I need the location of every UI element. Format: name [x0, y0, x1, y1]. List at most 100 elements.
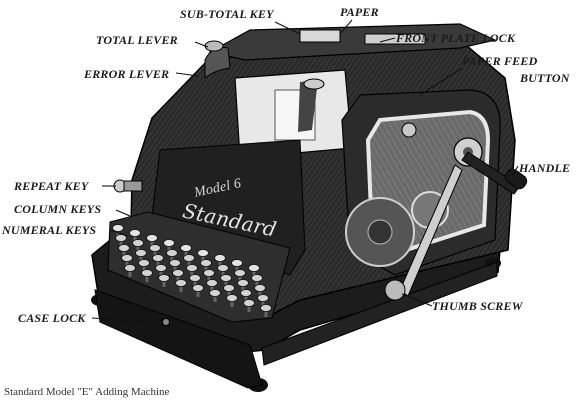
numeral-key-cap	[166, 249, 178, 257]
key-stem	[210, 283, 214, 292]
label-handle: HANDLE	[519, 161, 571, 175]
paper-slot	[299, 29, 341, 43]
key-stem	[173, 263, 177, 272]
key-stem	[193, 278, 197, 287]
column-key-cap	[146, 234, 158, 242]
total-lever-knob	[204, 40, 224, 52]
key-stem	[128, 268, 132, 277]
numeral-key-cap	[240, 289, 252, 297]
key-stem	[190, 268, 194, 277]
numeral-key-cap	[138, 259, 150, 267]
label-paper-feed: PAPER FEED	[462, 54, 538, 68]
numeral-key-cap	[254, 284, 266, 292]
key-stem	[142, 263, 146, 272]
case-lock-keyhole	[162, 318, 170, 326]
numeral-key-cap	[206, 279, 218, 287]
leader-lines	[91, 19, 519, 323]
numeral-key-cap	[217, 264, 229, 272]
numeral-key-cap	[152, 254, 164, 262]
key-stem	[218, 258, 222, 267]
thumb-screw-knob	[384, 279, 406, 301]
numeral-key-cap	[186, 264, 198, 272]
leader-front-plate-lock	[379, 37, 396, 43]
key-stem	[170, 253, 174, 262]
repeat-key-shaft	[123, 180, 143, 192]
numeral-key-cap	[175, 279, 187, 287]
total-lever-arm	[204, 47, 231, 80]
numeral-key-cap	[234, 269, 246, 277]
column-key-cap	[214, 254, 226, 262]
numeral-key-cap	[183, 254, 195, 262]
numeral-key-cap	[237, 279, 249, 287]
numeral-key-cap	[169, 259, 181, 267]
numeral-key-cap	[243, 299, 255, 307]
front-plate-lock-bar	[364, 33, 426, 45]
key-stem	[122, 248, 126, 257]
key-stem	[227, 288, 231, 297]
base-right-edge	[261, 261, 498, 366]
label-paper: PAPER	[340, 5, 379, 19]
paper-guide-arm	[298, 80, 318, 132]
key-stem	[201, 253, 205, 262]
key-stem	[204, 263, 208, 272]
numeral-key-cap	[226, 294, 238, 302]
numeral-key-cap	[172, 269, 184, 277]
leader-paper	[339, 19, 353, 35]
leader-numeral-keys	[109, 229, 129, 237]
column-key-cap	[231, 259, 243, 267]
key-stem	[119, 238, 123, 247]
key-stem	[264, 308, 268, 317]
numeral-key-cap	[149, 244, 161, 252]
key-stem	[176, 273, 180, 282]
leader-case-lock	[91, 317, 151, 323]
leader-total-lever	[194, 41, 209, 48]
numeral-key-cap	[121, 254, 133, 262]
key-stem	[179, 283, 183, 292]
key-stem	[162, 278, 166, 287]
leader-column-keys	[115, 209, 131, 217]
numeral-key-cap	[132, 239, 144, 247]
column-key-cap	[129, 229, 141, 237]
label-repeat-key: REPEAT KEY	[14, 179, 89, 193]
numeral-key-cap	[141, 269, 153, 277]
numeral-key-cap	[260, 304, 272, 312]
figure-caption: Standard Model "E" Adding Machine	[4, 386, 170, 398]
numeral-key-cap	[257, 294, 269, 302]
key-stem	[153, 248, 157, 257]
numeral-key-cap	[115, 234, 127, 242]
label-error-lever: ERROR LEVER	[84, 67, 170, 81]
key-stem	[224, 278, 228, 287]
key-stem	[207, 273, 211, 282]
key-stem	[136, 243, 140, 252]
leader-thumb-screw	[401, 293, 433, 307]
key-stem	[196, 288, 200, 297]
key-stem	[230, 298, 234, 307]
numeral-key-cap	[124, 264, 136, 272]
numeral-key-cap	[209, 289, 221, 297]
key-stem	[133, 233, 137, 242]
label-front-plate-lock: FRONT PLATE LOCK	[396, 31, 516, 45]
numeral-key-cap	[135, 249, 147, 257]
label-column-keys: COLUMN KEYS	[14, 202, 102, 216]
paper-feed-button	[401, 122, 417, 138]
key-stem	[213, 293, 217, 302]
key-stem	[238, 273, 242, 282]
key-stem	[167, 243, 171, 252]
numeral-key-cap	[251, 274, 263, 282]
leader-sub-total-key	[274, 21, 301, 35]
numeral-key-cap	[203, 269, 215, 277]
label-sub-total-key: SUB-TOTAL KEY	[180, 7, 274, 21]
label-thumb-screw: THUMB SCREW	[432, 299, 523, 313]
key-stem	[150, 238, 154, 247]
numeral-key-cap	[192, 284, 204, 292]
base-front-edge	[94, 289, 263, 389]
key-stem	[252, 268, 256, 277]
label-case-lock: CASE LOCK	[18, 311, 86, 325]
numeral-key-cap	[189, 274, 201, 282]
numeral-key-cap	[118, 244, 130, 252]
numeral-keys	[112, 224, 272, 317]
key-stem	[156, 258, 160, 267]
label-numeral-keys: NUMERAL KEYS	[2, 223, 97, 237]
key-stem	[125, 258, 129, 267]
